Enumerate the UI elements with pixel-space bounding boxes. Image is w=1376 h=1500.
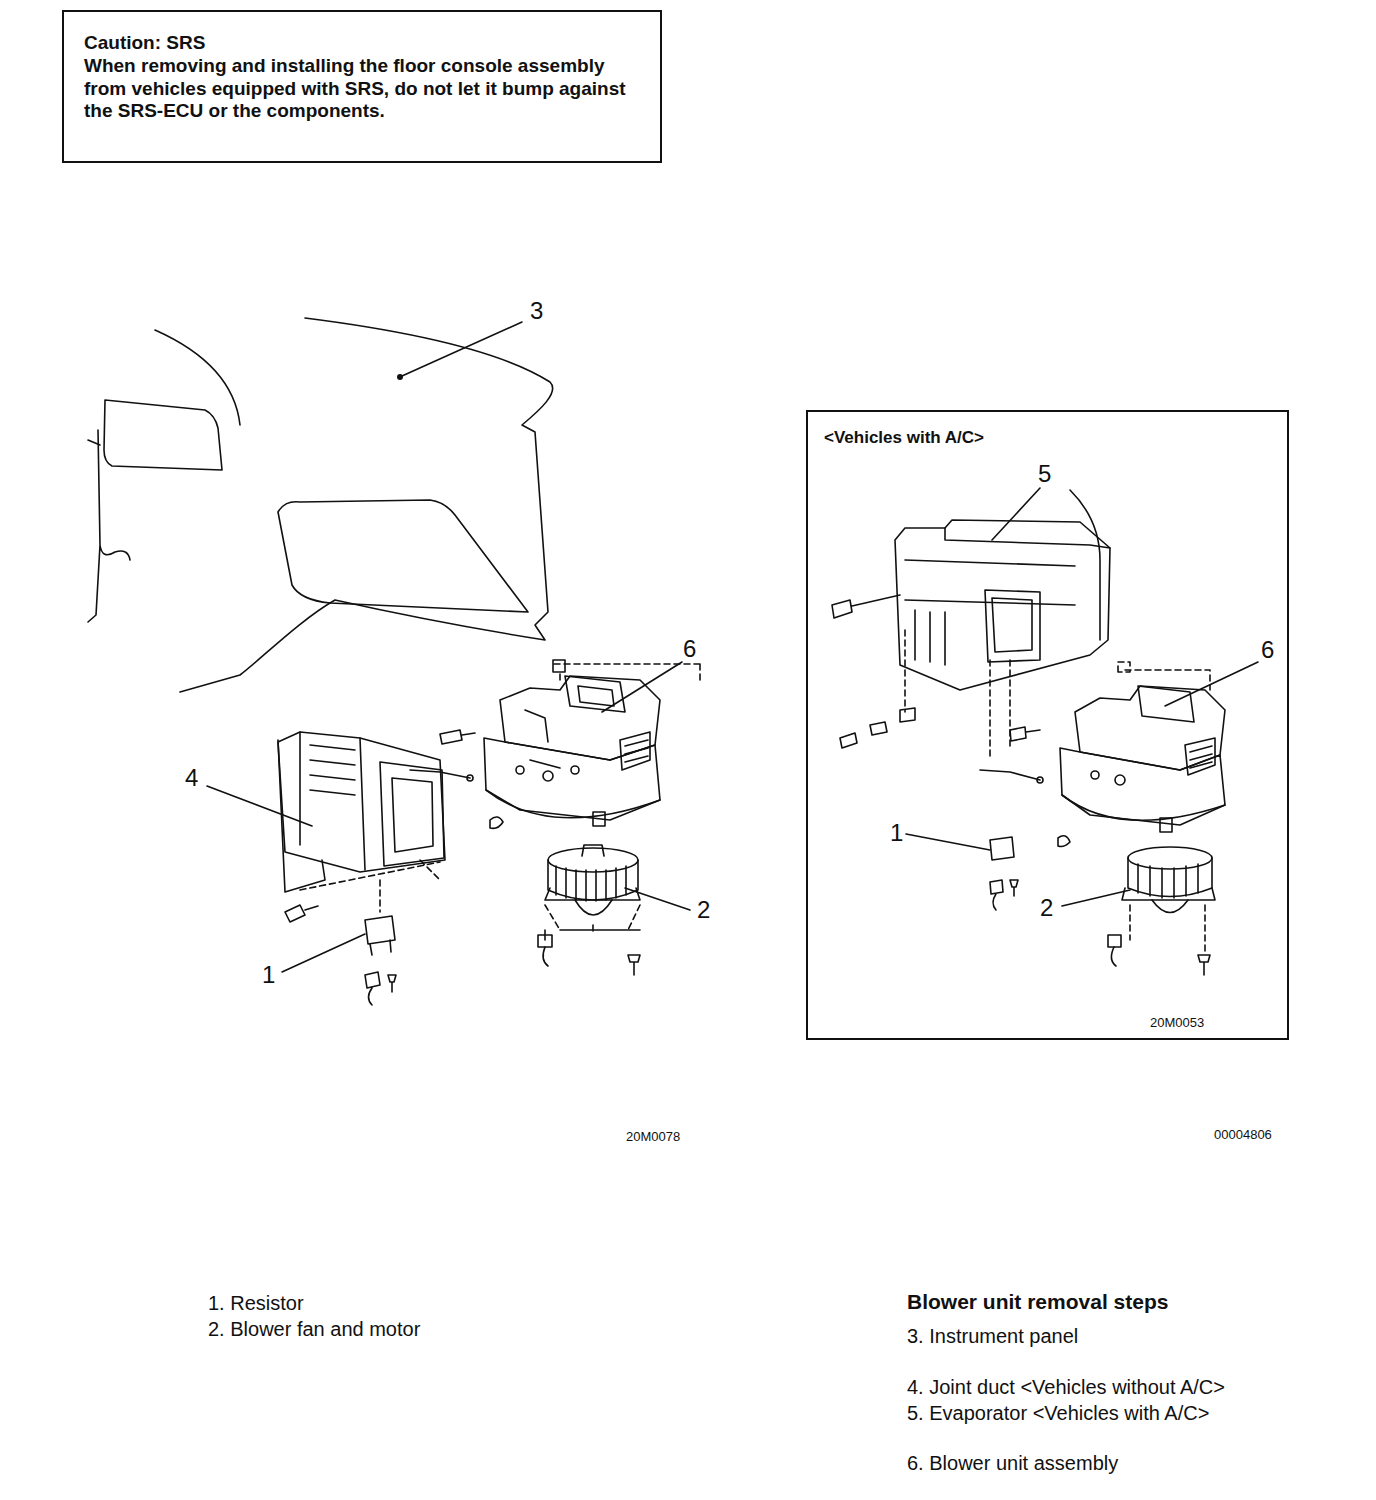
figure-code: 20M0078 [626,1130,680,1144]
callout-number: 5 [1038,461,1051,487]
blower-fan-motor-inset [1108,847,1215,975]
joint-duct [278,732,445,922]
callout-number: 6 [1261,637,1274,663]
caution-box: Caution: SRSWhen removing and installing… [62,10,662,163]
figure-code: 00004806 [1214,1128,1272,1142]
box-body: When removing and installing the floor c… [84,55,640,123]
leader-lines [207,322,690,972]
box-heading: Caution: SRS [84,32,640,55]
callout-number: 2 [1040,895,1053,921]
callout-number: 2 [697,897,710,923]
resistor-inset [990,837,1018,910]
callout-number: 1 [890,820,903,846]
part-list-item: 1. Resistor [208,1292,304,1314]
instrument-panel [88,318,553,692]
box-heading: <Vehicles with A/C> [824,428,1271,448]
blower-fan-motor [538,845,640,975]
figure-code: 20M0053 [1150,1016,1204,1030]
callout-number: 1 [262,962,275,988]
callout-number: 4 [185,765,198,791]
step-item: 4. Joint duct <Vehicles without A/C> [907,1376,1225,1398]
evaporator [832,490,1110,760]
step-item: 5. Evaporator <Vehicles with A/C> [907,1402,1209,1424]
part-list-item: 2. Blower fan and motor [208,1318,420,1340]
step-item: 3. Instrument panel [907,1325,1078,1347]
callout-number: 3 [530,298,543,324]
leader-lines-inset [906,488,1258,906]
resistor [365,880,396,1005]
blower-unit [410,660,700,828]
blower-unit-inset [980,662,1225,847]
callout-number: 6 [683,636,696,662]
list-heading: Blower unit removal steps [907,1290,1168,1313]
inset-panel: <Vehicles with A/C> [806,410,1289,1040]
step-item: 6. Blower unit assembly [907,1452,1118,1474]
